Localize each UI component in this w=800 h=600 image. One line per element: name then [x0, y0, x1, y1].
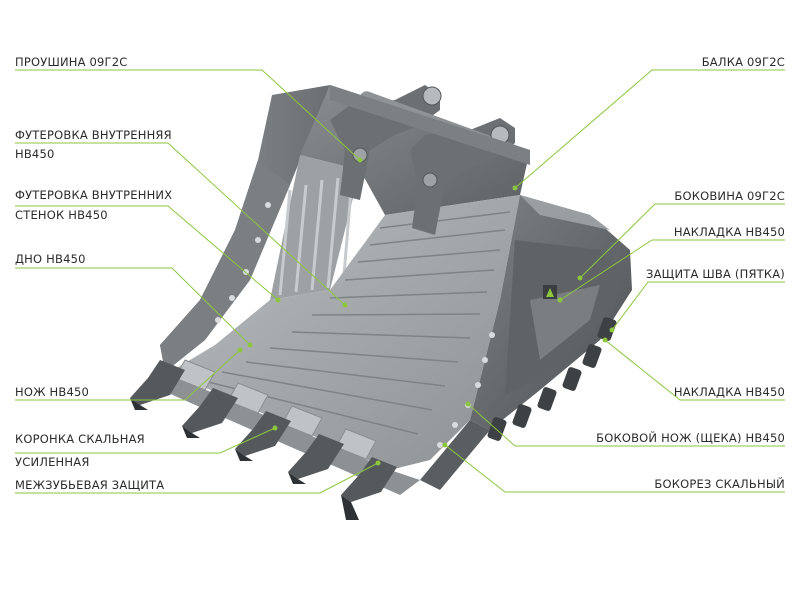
label-futerovka-walls-line1: ФУТЕРОВКА ВНУТРЕННИХ [15, 188, 173, 202]
callout-dots [237, 157, 615, 466]
label-zashita-shva: ЗАЩИТА ШВА (ПЯТКА) [646, 267, 785, 281]
label-koronka-line1: КОРОНКА СКАЛЬНАЯ [15, 432, 145, 446]
label-futerovka-walls-line2: СТЕНОК HB450 [15, 208, 108, 222]
label-balka: БАЛКА 09Г2С [701, 55, 785, 69]
label-nozh: НОЖ HB450 [15, 385, 90, 399]
label-futerovka-inner-line1: ФУТЕРОВКА ВНУТРЕННЯЯ [15, 128, 172, 142]
label-bokovina: БОКОВИНА 09Г2С [674, 189, 785, 203]
label-bokorez: БОКОРЕЗ СКАЛЬНЫЙ [654, 477, 785, 491]
side-cutter [420, 420, 490, 490]
label-bokovoy-nozh: БОКОВОЙ НОЖ (ЩЕКА) HB450 [596, 431, 785, 445]
beam [330, 85, 530, 165]
interteeth-protectors [174, 359, 377, 460]
label-futerovka-inner-line2: HB450 [15, 147, 55, 161]
rock-teeth [130, 360, 397, 520]
label-mezhzub: МЕЖЗУБЬЕВАЯ ЗАЩИТА [15, 478, 165, 492]
label-nakladka-bottom: НАКЛАДКА HB450 [673, 385, 785, 399]
label-dno: ДНО HB450 [15, 252, 86, 266]
right-side-wall [437, 195, 632, 448]
callout-lines [15, 69, 785, 494]
left-side-wall [160, 85, 360, 372]
label-koronka-line2: УСИЛЕННАЯ [15, 455, 90, 469]
label-nakladka-top: НАКЛАДКА HB450 [673, 225, 785, 239]
label-proushina: ПРОУШИНА 09Г2С [15, 55, 128, 69]
